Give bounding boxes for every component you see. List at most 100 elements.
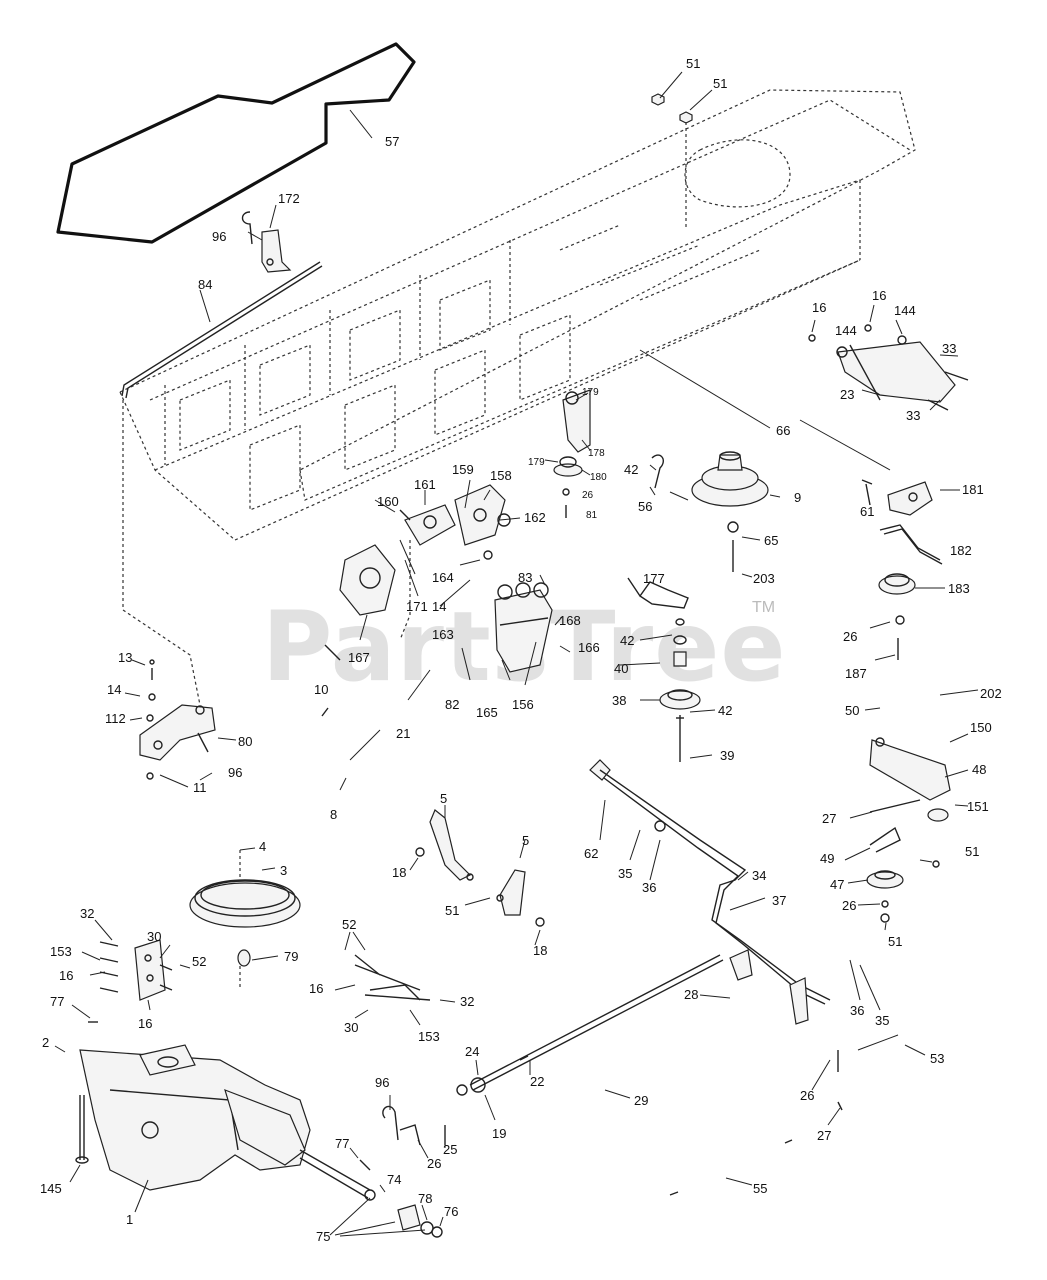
callout: 9 bbox=[794, 490, 801, 505]
callout: 16 bbox=[812, 300, 826, 315]
bracket[interactable] bbox=[241, 211, 292, 273]
callout: 47 bbox=[830, 877, 844, 892]
callout: 74 bbox=[387, 1172, 401, 1187]
callout: 202 bbox=[980, 686, 1002, 701]
callout: 83 bbox=[518, 570, 532, 585]
callout: 144 bbox=[835, 323, 857, 338]
link-assembly[interactable] bbox=[808, 324, 969, 411]
callout: 166 bbox=[578, 640, 600, 655]
callout: 153 bbox=[418, 1029, 440, 1044]
callout: 36 bbox=[850, 1003, 864, 1018]
callout: 56 bbox=[638, 499, 652, 514]
callout: 203 bbox=[753, 571, 775, 586]
brake-arm[interactable] bbox=[415, 809, 474, 881]
callout: 51 bbox=[445, 903, 459, 918]
callout: 179 bbox=[582, 387, 599, 398]
callout: 33 bbox=[942, 341, 956, 356]
fan-assembly[interactable] bbox=[354, 954, 431, 1001]
bracket[interactable] bbox=[879, 524, 943, 565]
lift-rod[interactable] bbox=[121, 261, 323, 706]
nut[interactable] bbox=[679, 111, 693, 124]
callout: 179 bbox=[528, 457, 545, 468]
bracket[interactable] bbox=[861, 479, 933, 516]
callout: 150 bbox=[970, 720, 992, 735]
bolt[interactable] bbox=[895, 615, 905, 660]
bolt[interactable] bbox=[676, 715, 684, 762]
callout: 10 bbox=[314, 682, 328, 697]
callout: 112 bbox=[105, 711, 126, 726]
callout: 162 bbox=[524, 510, 546, 525]
callout: 80 bbox=[238, 734, 252, 749]
callout: 48 bbox=[972, 762, 986, 777]
callout: 172 bbox=[278, 191, 300, 206]
watermark-trademark: TM bbox=[752, 599, 775, 616]
callout: 55 bbox=[753, 1181, 767, 1196]
callout: 28 bbox=[684, 987, 698, 1002]
shift-rod[interactable] bbox=[456, 954, 724, 1096]
pivot-bracket[interactable] bbox=[553, 389, 591, 518]
drive-belt[interactable] bbox=[56, 42, 416, 244]
callout: 161 bbox=[414, 477, 436, 492]
bracket[interactable] bbox=[359, 1124, 421, 1171]
callout: 51 bbox=[965, 844, 979, 859]
callout: 144 bbox=[894, 303, 916, 318]
callout: 49 bbox=[820, 851, 834, 866]
shift-lever[interactable] bbox=[589, 759, 831, 1025]
callout: 4 bbox=[259, 839, 266, 854]
callout: 30 bbox=[147, 929, 161, 944]
callout: 5 bbox=[522, 833, 529, 848]
callout: 182 bbox=[950, 543, 972, 558]
brake-arm[interactable] bbox=[496, 869, 545, 927]
spring-clip[interactable] bbox=[878, 573, 916, 595]
callout: 37 bbox=[772, 893, 786, 908]
callout: 36 bbox=[642, 880, 656, 895]
callout: 178 bbox=[588, 448, 605, 459]
callout: 52 bbox=[192, 954, 206, 969]
callout: 76 bbox=[444, 1204, 458, 1219]
callout: 51 bbox=[888, 934, 902, 949]
brake-pads[interactable] bbox=[494, 582, 553, 673]
callout: 52 bbox=[342, 917, 356, 932]
callout: 18 bbox=[392, 865, 406, 880]
idler-pulley[interactable] bbox=[866, 870, 904, 889]
axle-hardware[interactable] bbox=[364, 1189, 443, 1238]
callout: 158 bbox=[490, 468, 512, 483]
transaxle[interactable] bbox=[75, 1021, 371, 1199]
callout: 22 bbox=[530, 1074, 544, 1089]
lever-bracket[interactable] bbox=[627, 577, 689, 609]
callout: 61 bbox=[860, 504, 874, 519]
tractor-frame[interactable] bbox=[119, 89, 916, 541]
bracket[interactable] bbox=[139, 659, 216, 780]
brake-plate[interactable] bbox=[339, 544, 396, 616]
callout: 77 bbox=[335, 1136, 349, 1151]
pivot-bracket[interactable] bbox=[869, 737, 951, 822]
callout: 38 bbox=[612, 693, 626, 708]
pin[interactable] bbox=[382, 1105, 399, 1141]
callout: 65 bbox=[764, 533, 778, 548]
callout: 96 bbox=[212, 229, 226, 244]
callout: 79 bbox=[284, 949, 298, 964]
callout: 14 bbox=[432, 599, 446, 614]
callout: 26 bbox=[582, 490, 594, 501]
brake-assembly[interactable] bbox=[399, 484, 511, 560]
callout: 66 bbox=[776, 423, 790, 438]
callout: 35 bbox=[875, 1013, 889, 1028]
mounting-bracket[interactable] bbox=[99, 939, 173, 1001]
callout: 57 bbox=[385, 134, 399, 149]
callout: 1 bbox=[126, 1212, 133, 1227]
bracket[interactable] bbox=[869, 826, 901, 853]
leader-lines bbox=[54, 71, 979, 1237]
callout: 26 bbox=[427, 1156, 441, 1171]
callout: 78 bbox=[418, 1191, 432, 1206]
callout: 24 bbox=[465, 1044, 479, 1059]
callout: 163 bbox=[432, 627, 454, 642]
bolt[interactable] bbox=[727, 521, 739, 572]
clip[interactable] bbox=[651, 454, 664, 489]
callout: 23 bbox=[840, 387, 854, 402]
callout: 26 bbox=[842, 898, 856, 913]
callout: 19 bbox=[492, 1126, 506, 1141]
spacer[interactable] bbox=[673, 618, 687, 667]
transmission-pulley[interactable] bbox=[189, 850, 301, 990]
callout: 51 bbox=[686, 56, 700, 71]
idler-pulley[interactable] bbox=[691, 451, 769, 507]
